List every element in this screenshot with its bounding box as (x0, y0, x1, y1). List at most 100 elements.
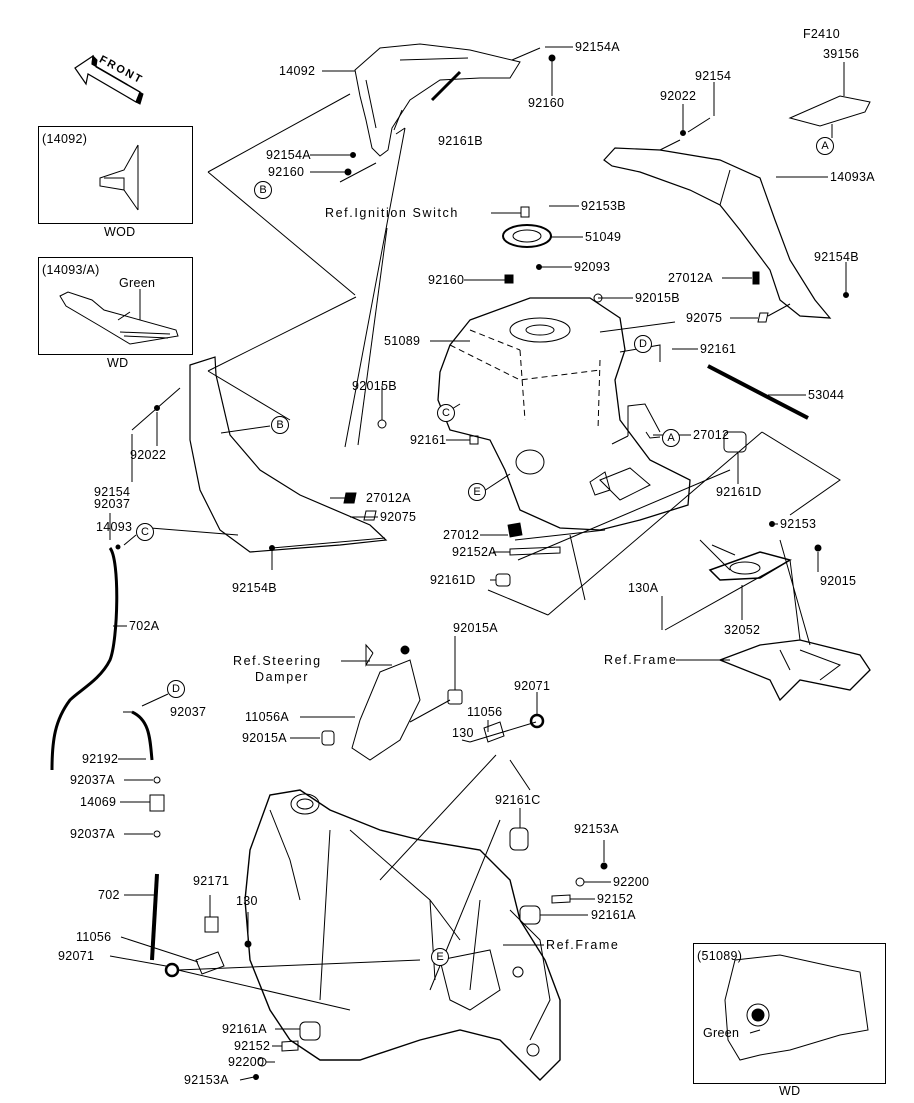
part-label: 92160 (428, 273, 465, 287)
part-label: 92161 (410, 433, 447, 447)
inset-caption: WD (107, 356, 129, 370)
part-label: F2410 (803, 27, 840, 41)
part-label: 92200 (228, 1055, 265, 1069)
part-702 (150, 873, 159, 961)
part-label: 92071 (514, 679, 551, 693)
part-label: 92154 (695, 69, 732, 83)
part-label: 92153A (574, 822, 619, 836)
part-label: 27012A (366, 491, 411, 505)
inset-caption: WOD (104, 225, 136, 239)
part-label: 92161 (700, 342, 737, 356)
inset-title: (14093/A) (42, 263, 100, 277)
part-label: 92022 (130, 448, 167, 462)
part-39156 (788, 95, 871, 127)
part-14092-inset (99, 144, 139, 211)
part-label: 92161A (591, 908, 636, 922)
part-label: 92161C (495, 793, 541, 807)
front-arrow-icon (74, 54, 144, 105)
inset-color-note: Green (119, 276, 156, 290)
marker-c: C (437, 404, 455, 422)
marker-c: C (136, 523, 154, 541)
part-label: 92161D (716, 485, 762, 499)
part-label: 32052 (724, 623, 761, 637)
part-label: 92153B (581, 199, 626, 213)
part-label: 92037 (94, 497, 131, 511)
part-51089-inset (724, 954, 869, 1061)
inset-box-14092 (38, 126, 193, 224)
part-32052 (708, 551, 792, 581)
part-label: 39156 (823, 47, 860, 61)
part-14093 (189, 356, 388, 553)
inset-color-note: Green (703, 1026, 740, 1040)
frame-right-ref (718, 639, 871, 702)
part-label: 92015B (635, 291, 680, 305)
part-label: 27012 (443, 528, 480, 542)
part-92192 (131, 710, 154, 761)
part-label: 92075 (380, 510, 417, 524)
part-label: 11056 (76, 930, 112, 944)
part-92161D (723, 431, 747, 453)
part-label: 92200 (613, 875, 650, 889)
inset-title: (14092) (42, 132, 88, 146)
part-label: 92015A (242, 731, 287, 745)
part-label: 51049 (585, 230, 622, 244)
ref-frame: Ref.Frame (546, 938, 620, 952)
marker-a: A (662, 429, 680, 447)
part-53044 (707, 364, 809, 420)
inset-box-14093 (38, 257, 193, 355)
inset-box-51089 (693, 943, 886, 1084)
part-label: 51089 (384, 334, 421, 348)
part-label: 92037 (170, 705, 207, 719)
marker-a: A (816, 137, 834, 155)
part-label: 92161A (222, 1022, 267, 1036)
inset-caption: WD (779, 1084, 801, 1098)
part-label: 92160 (268, 165, 305, 179)
part-label: 130 (236, 894, 258, 908)
part-label: 92171 (193, 874, 230, 888)
part-label: 92075 (686, 311, 723, 325)
part-label: 92071 (58, 949, 95, 963)
marker-d: D (634, 335, 652, 353)
part-label: 11056A (245, 710, 289, 724)
tank-filter (515, 449, 545, 475)
inset-title: (51089) (697, 949, 743, 963)
part-label: 92152A (452, 545, 497, 559)
part-label: 14092 (279, 64, 316, 78)
part-label: 130 (452, 726, 474, 740)
part-label: 92093 (574, 260, 611, 274)
ref-ignition-switch: Ref.Ignition Switch (325, 206, 459, 220)
part-label: 92152 (234, 1039, 271, 1053)
part-label: 11056 (467, 705, 503, 719)
part-label: 92015B (352, 379, 397, 393)
part-label: 92154 (94, 485, 131, 499)
part-51049 (502, 224, 552, 248)
part-label: 92192 (82, 752, 119, 766)
part-label: 92022 (660, 89, 697, 103)
marker-b: B (254, 181, 272, 199)
part-label: 92015A (453, 621, 498, 635)
part-label: 702 (98, 888, 120, 902)
part-label: 92152 (597, 892, 634, 906)
marker-e: E (431, 948, 449, 966)
part-label: 53044 (808, 388, 845, 402)
marker-e: E (468, 483, 486, 501)
part-label: 92154B (814, 250, 859, 264)
part-label: 92154A (575, 40, 620, 54)
part-14069 (149, 794, 165, 812)
part-14093A (603, 147, 832, 319)
part-label: 702A (129, 619, 160, 633)
part-label: 92015 (820, 574, 857, 588)
part-label: 92037A (70, 773, 115, 787)
part-label: 92153A (184, 1073, 229, 1087)
part-label: 92161D (430, 573, 476, 587)
frame-main (244, 789, 561, 1081)
part-label: 92161B (438, 134, 483, 148)
part-label: 14093 (96, 520, 133, 534)
part-label: 92154B (232, 581, 277, 595)
ref-steering-damper: Ref.Steering (233, 654, 322, 668)
part-label: 14093A (830, 170, 875, 184)
part-label: 92160 (528, 96, 565, 110)
part-label: 92153 (780, 517, 817, 531)
ref-frame: Ref.Frame (604, 653, 678, 667)
